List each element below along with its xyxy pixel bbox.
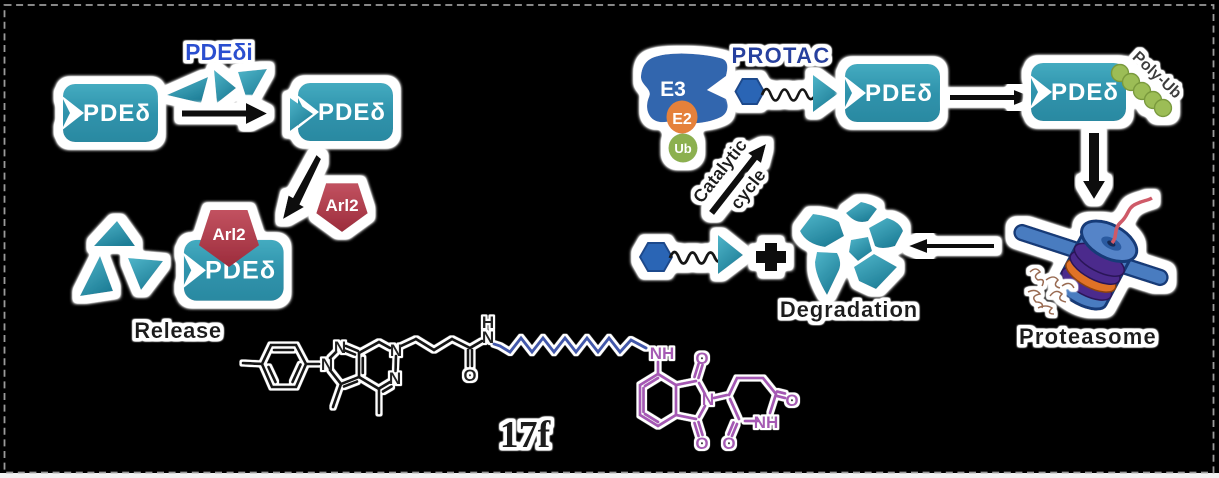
svg-text:E3: E3 — [660, 78, 686, 101]
svg-text:PDEδi: PDEδi — [185, 39, 253, 65]
svg-text:17f: 17f — [500, 414, 552, 456]
svg-text:NH: NH — [650, 344, 675, 363]
svg-text:Degradation: Degradation — [780, 297, 918, 322]
svg-text:PROTAC: PROTAC — [731, 43, 830, 68]
svg-text:Arl2: Arl2 — [212, 225, 245, 244]
svg-text:H: H — [482, 313, 494, 332]
svg-text:Proteasome: Proteasome — [1019, 324, 1157, 349]
svg-text:Release: Release — [134, 318, 221, 343]
svg-text:Ub: Ub — [674, 141, 691, 156]
svg-text:N: N — [702, 390, 714, 409]
svg-text:O: O — [785, 391, 798, 410]
svg-text:O: O — [463, 366, 476, 385]
svg-text:O: O — [722, 434, 735, 453]
svg-text:N: N — [482, 328, 494, 347]
svg-text:N: N — [389, 369, 401, 388]
svg-text:O: O — [695, 349, 708, 368]
svg-text:E2: E2 — [672, 111, 692, 128]
svg-text:N: N — [334, 338, 346, 357]
svg-text:N: N — [321, 355, 333, 374]
svg-text:Arl2: Arl2 — [325, 196, 358, 215]
svg-text:NH: NH — [754, 413, 779, 432]
svg-text:N: N — [390, 341, 402, 360]
svg-text:O: O — [695, 434, 708, 453]
